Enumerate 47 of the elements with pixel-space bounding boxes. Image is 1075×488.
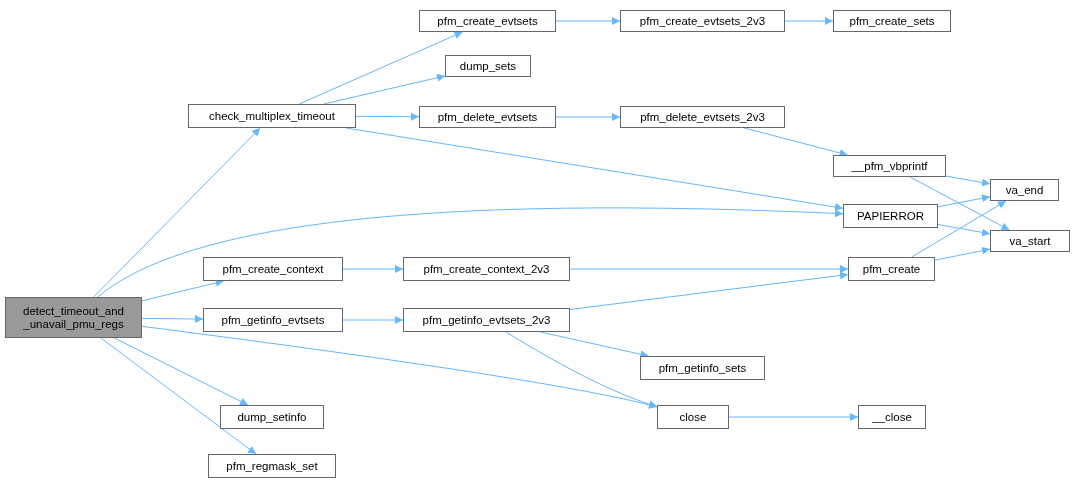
arrow: [342, 265, 404, 273]
function-box: va_start: [990, 230, 1070, 252]
arrow: [555, 17, 621, 25]
function-box: check_multiplex_timeout: [188, 104, 356, 128]
arrow: [934, 246, 991, 261]
function-box: dump_setinfo: [220, 405, 324, 429]
arrow: [97, 207, 844, 298]
function-box: dump_sets: [445, 55, 531, 77]
arrow: [569, 265, 849, 273]
function-box: pfm_create_context_2v3: [403, 257, 570, 281]
arrow: [569, 271, 849, 310]
function-box: __close: [858, 405, 926, 429]
arrow: [937, 194, 991, 208]
arrow: [945, 175, 991, 187]
arrow: [141, 279, 225, 302]
arrow: [909, 176, 1010, 231]
arrow: [100, 337, 257, 455]
function-box: pfm_create_sets: [833, 10, 951, 32]
function-box: pfm_create_evtsets: [419, 10, 556, 32]
arrow: [784, 17, 834, 25]
arrow: [323, 73, 446, 105]
arrow: [141, 315, 204, 323]
arrow: [342, 316, 404, 324]
arrow: [355, 112, 420, 121]
highlighted-function-box: detect_timeout_and _unavail_pmu_regs: [5, 297, 142, 338]
function-box: pfm_getinfo_evtsets: [203, 308, 343, 332]
arrow: [911, 200, 1007, 258]
function-box: pfm_getinfo_sets: [640, 356, 765, 380]
function-box: pfm_create_evtsets_2v3: [620, 10, 785, 32]
arrow: [298, 31, 464, 105]
function-box: PAPIERROR: [843, 204, 938, 228]
arrow: [728, 413, 859, 421]
function-box: pfm_create: [848, 257, 935, 281]
function-box: pfm_create_context: [203, 257, 343, 281]
function-box: pfm_delete_evtsets: [419, 106, 556, 128]
arrow: [93, 127, 261, 298]
function-box: pfm_delete_evtsets_2v3: [620, 106, 785, 128]
function-box: va_end: [990, 179, 1059, 201]
arrow: [744, 127, 848, 157]
function-box: pfm_regmask_set: [208, 454, 336, 478]
function-box: close: [657, 405, 729, 429]
function-box: pfm_getinfo_evtsets_2v3: [403, 308, 570, 332]
arrow: [937, 224, 991, 237]
function-box: __pfm_vbprintf: [833, 155, 946, 177]
arrow: [505, 331, 658, 408]
arrow: [555, 113, 621, 121]
arrow: [113, 337, 249, 406]
